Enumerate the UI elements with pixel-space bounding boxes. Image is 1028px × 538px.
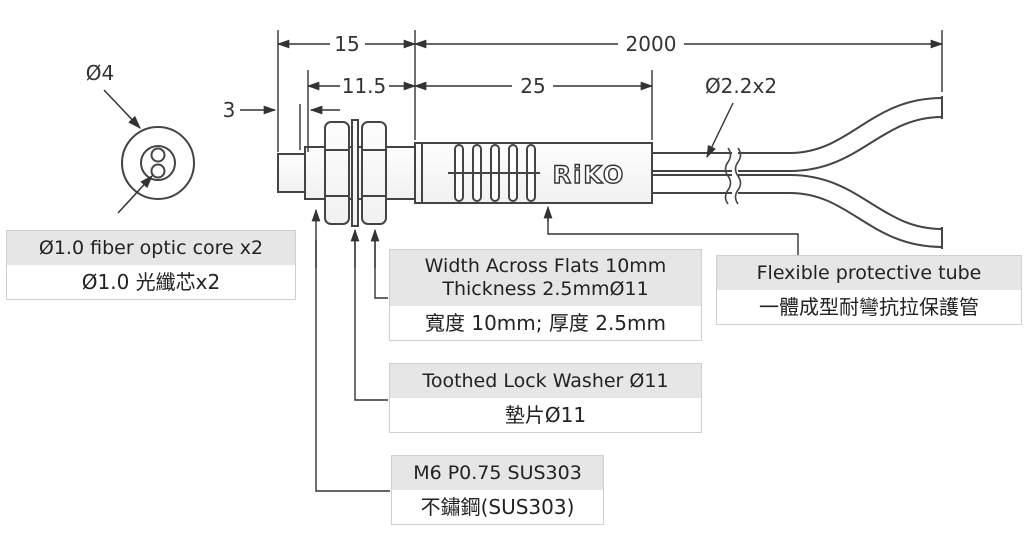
label-fiber-core-en: Ø1.0 fiber optic core x2 [7, 231, 295, 265]
hex-nut-front [324, 121, 350, 225]
dim-3: 3 [223, 98, 236, 122]
label-hex-nut-zh: 寬度 10mm; 厚度 2.5mm [425, 311, 666, 335]
threaded-body [304, 146, 416, 200]
dim-2000: 2000 [626, 32, 677, 56]
dim-15: 15 [334, 32, 359, 56]
label-thread-en: M6 P0.75 SUS303 [392, 456, 603, 490]
grip-slots [448, 144, 540, 202]
dim-cable-diameter: Ø2.2x2 [705, 74, 777, 98]
label-lock-washer-en: Toothed Lock Washer Ø11 [390, 364, 701, 398]
fiber-tip [277, 153, 309, 193]
label-thread-zh: 不鏽鋼(SUS303) [420, 495, 575, 519]
fiber-core-right [150, 163, 166, 179]
label-hex-nut-en-1: Width Across Flats 10mm [424, 255, 667, 277]
dim-11-5: 11.5 [342, 74, 387, 98]
leader-lines [311, 205, 799, 492]
label-lock-washer-zh: 墊片Ø11 [504, 403, 587, 427]
label-fiber-core: Ø1.0 fiber optic core x2 Ø1.0 光纖芯x2 [6, 230, 296, 300]
label-hex-nut: Width Across Flats 10mm Thickness 2.5mmØ… [389, 249, 702, 341]
dimension-lines [240, 30, 944, 159]
label-lock-washer: Toothed Lock Washer Ø11 墊片Ø11 [389, 363, 702, 433]
dim-25: 25 [520, 74, 545, 98]
dim-outer-diameter: Ø4 [86, 61, 114, 85]
fiber-core-left [150, 147, 166, 163]
label-thread: M6 P0.75 SUS303 不鏽鋼(SUS303) [391, 455, 604, 525]
dimension-texts: 15 2000 11.5 25 3 Ø2.2x2 [223, 32, 777, 122]
label-hex-nut-en-2: Thickness 2.5mmØ11 [442, 278, 649, 300]
end-view: Ø4 [86, 61, 195, 214]
label-protective-tube: Flexible protective tube 一體成型耐彎抗拉保護管 [716, 255, 1022, 325]
cable [652, 96, 943, 249]
label-fiber-core-zh: Ø1.0 光纖芯x2 [81, 270, 221, 294]
brand-logo: RiKO [553, 161, 626, 189]
hex-nut-back [361, 121, 387, 225]
lock-washer [351, 119, 359, 227]
label-protective-tube-en: Flexible protective tube [717, 256, 1021, 290]
label-protective-tube-zh: 一體成型耐彎抗拉保護管 [759, 295, 979, 319]
